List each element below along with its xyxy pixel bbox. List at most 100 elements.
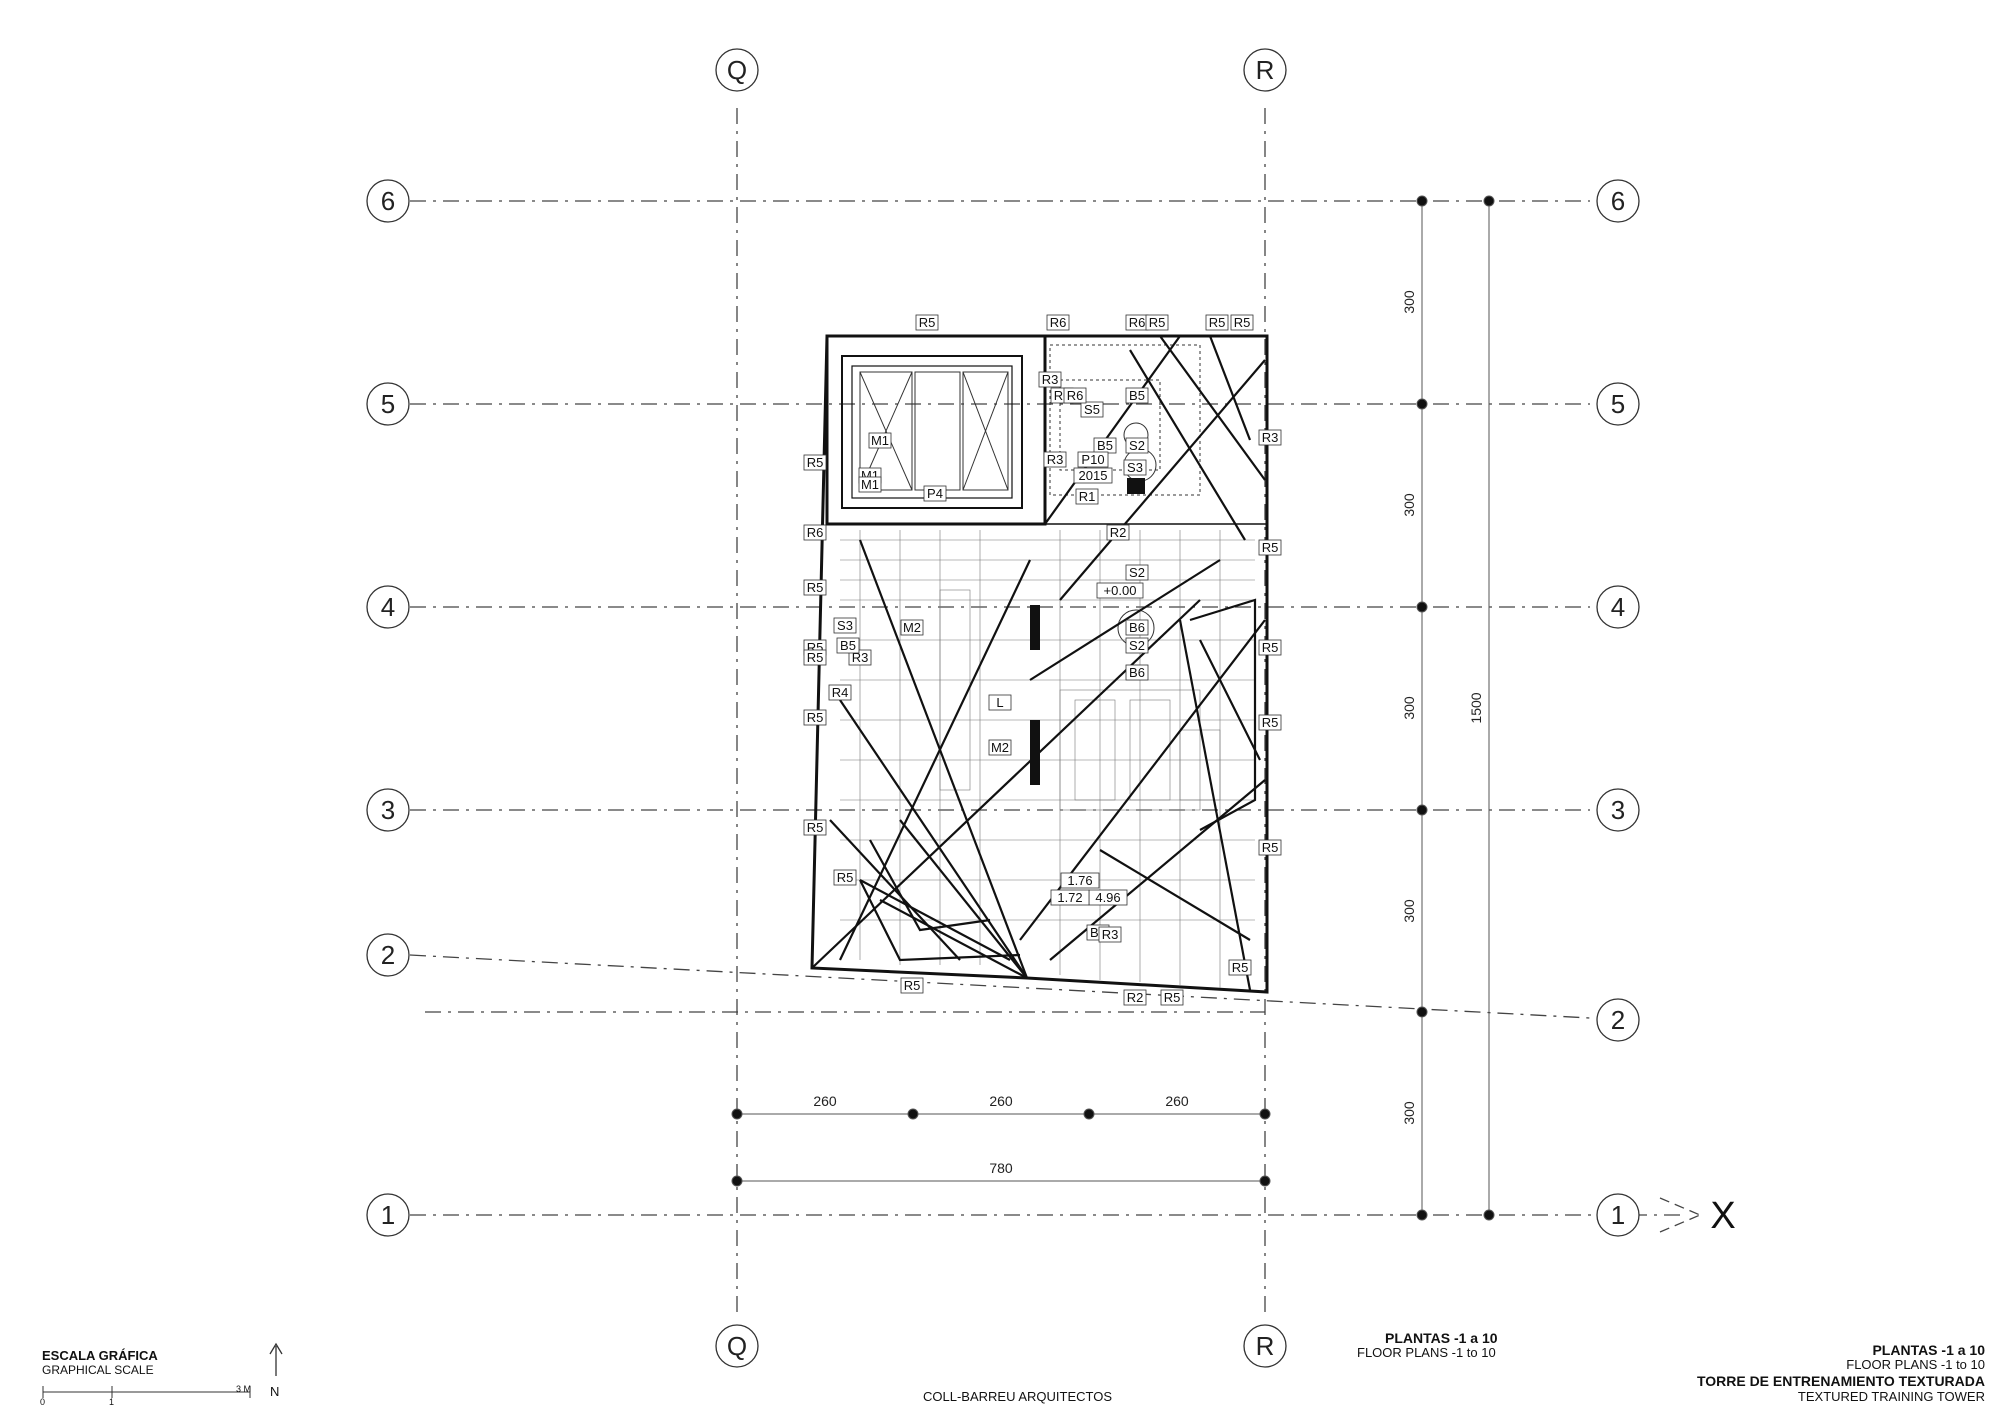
room-tag-label: R5: [1262, 715, 1279, 730]
room-tag-box: [803, 454, 827, 471]
scale-tick-3m: 3 M: [236, 1384, 252, 1394]
room-tag-label: 1.72: [1057, 890, 1082, 905]
room-tag-label: R5: [837, 870, 854, 885]
room-tag: R5: [900, 977, 924, 994]
room-tag: S2: [1125, 564, 1149, 581]
bubble-1-right: [1596, 1193, 1640, 1237]
room-tag: R3: [1043, 451, 1067, 468]
room-tag: M2: [900, 619, 924, 636]
room-tag: +0.00: [1096, 582, 1144, 599]
room-tag-box: [803, 649, 827, 666]
room-tag-box: [1125, 664, 1149, 681]
room-tag-label: R6: [1050, 315, 1067, 330]
room-tag-box: [1125, 437, 1149, 454]
room-tag: 1.76: [1060, 872, 1100, 889]
room-tag-label: B6: [1129, 665, 1145, 680]
room-tag-box: [1125, 619, 1149, 636]
room-tag: M1: [858, 476, 882, 493]
bubble-label-3-left: 3: [381, 795, 395, 825]
room-tag-label: P10: [1081, 452, 1104, 467]
title-line-2: FLOOR PLANS -1 to 10: [1846, 1357, 1985, 1372]
room-tag: R5: [803, 819, 827, 836]
axis-arrow: [1659, 1197, 1701, 1233]
room-tag-label: R6: [807, 525, 824, 540]
room-tag-label: B6: [1129, 620, 1145, 635]
bubble-6-left: [366, 179, 410, 223]
dim-v-4: 300: [1401, 899, 1417, 923]
room-tag-label: R3: [852, 650, 869, 665]
room-tag-label: B5: [840, 638, 856, 653]
hatch-lines: [840, 530, 1255, 988]
room-tag-label: R3: [1047, 452, 1064, 467]
room-tag-label: S2: [1129, 565, 1145, 580]
bubble-4-left: [366, 585, 410, 629]
dim-v-total: 1500: [1468, 692, 1484, 723]
firm-name: COLL-BARREU ARQUITECTOS: [923, 1389, 1113, 1404]
center-subtitle: FLOOR PLANS -1 to 10: [1357, 1345, 1496, 1360]
room-tag-box: [858, 476, 882, 493]
room-tag-box: [1125, 564, 1149, 581]
bubble-5-right: [1596, 382, 1640, 426]
room-tag: L: [988, 694, 1012, 711]
room-tag-label: R5: [1209, 315, 1226, 330]
room-tag: R2: [1106, 524, 1130, 541]
room-tag-label: R5: [904, 978, 921, 993]
room-tag-label: R5: [1262, 840, 1279, 855]
room-tag-label: R5: [1234, 315, 1251, 330]
room-tag-label: R5: [807, 455, 824, 470]
room-tag-box: [1258, 714, 1282, 731]
horizontal-dimensions: [731, 1108, 1271, 1187]
room-tag-label: R2: [1127, 990, 1144, 1005]
room-tag-label: S2: [1129, 638, 1145, 653]
bubble-3-right: [1596, 788, 1640, 832]
room-tag: R3: [848, 649, 872, 666]
room-tag: R5: [1258, 714, 1282, 731]
room-tag-label: R2: [1110, 525, 1127, 540]
room-tag: M1: [868, 432, 892, 449]
room-tag-label: B5: [1129, 388, 1145, 403]
scale-bar-graphic: [42, 1342, 283, 1398]
dim-h-total: 780: [989, 1160, 1013, 1176]
room-tag-box: [1075, 488, 1099, 505]
room-tag: R3: [1038, 371, 1062, 388]
room-tag-label: M2: [903, 620, 921, 635]
room-tag: B5: [1125, 387, 1149, 404]
title-line-4: TEXTURED TRAINING TOWER: [1797, 1389, 1985, 1404]
room-tag: R6: [1125, 314, 1149, 331]
room-tag: R6: [1046, 314, 1070, 331]
room-tag-label: R5: [1232, 960, 1249, 975]
title-line-3: TORRE DE ENTRENAMIENTO TEXTURADA: [1696, 1373, 1985, 1389]
bubble-label-q-top: Q: [727, 55, 747, 85]
room-tag-label: R4: [832, 685, 849, 700]
bubble-r-bottom: [1243, 1324, 1287, 1368]
dim-v-1: 300: [1401, 290, 1417, 314]
room-tag: R5: [1145, 314, 1169, 331]
room-tag: 4.96: [1088, 889, 1128, 906]
scale-tick-1: 1: [109, 1397, 115, 1407]
room-tag-label: M2: [991, 740, 1009, 755]
room-tag-box: [1258, 639, 1282, 656]
bubble-3-left: [366, 788, 410, 832]
room-tag-box: [1043, 451, 1067, 468]
room-tag-label: B5: [1097, 438, 1113, 453]
dim-h-3: 260: [1165, 1093, 1189, 1109]
bubble-1-left: [366, 1193, 410, 1237]
room-tag: R5: [1205, 314, 1229, 331]
center-title: PLANTAS -1 a 10: [1385, 1330, 1498, 1346]
bubble-label-r-bottom: R: [1256, 1331, 1275, 1361]
room-tag-label: 2015: [1079, 468, 1108, 483]
room-tag-label: R5: [807, 580, 824, 595]
room-tag-box: [1123, 989, 1147, 1006]
room-tag-label: S3: [837, 618, 853, 633]
room-tag: P10: [1077, 451, 1109, 468]
room-tag: R2: [1123, 989, 1147, 1006]
room-tag-box: [1063, 387, 1087, 404]
room-tag: B5: [1093, 437, 1117, 454]
room-tag-label: R3: [1262, 430, 1279, 445]
room-tag-label: R5: [1262, 640, 1279, 655]
room-tag: 1.72: [1050, 889, 1090, 906]
room-tag-label: S5: [1084, 402, 1100, 417]
room-tag-box: [1096, 582, 1144, 599]
room-tag-box: [833, 617, 857, 634]
